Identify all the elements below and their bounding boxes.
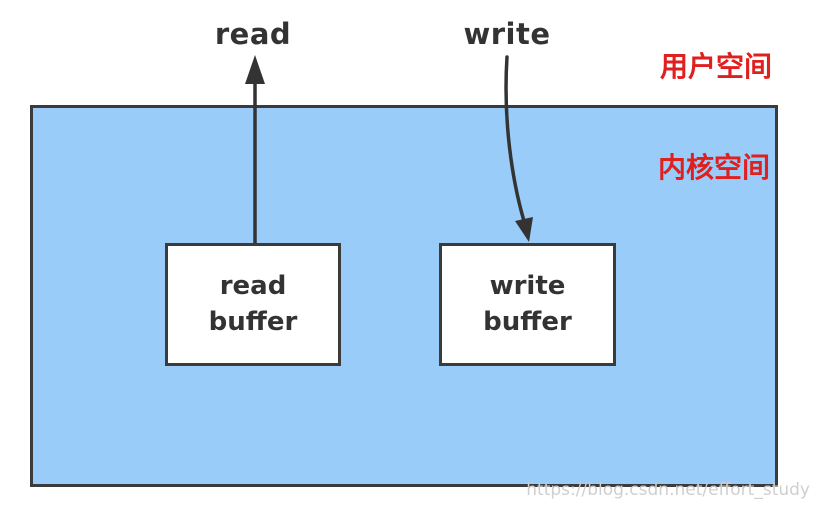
write-syscall-label: write [463,17,551,51]
read-buffer-label-line1: read [219,271,287,302]
read-syscall-label: read [214,17,292,51]
write-buffer-box: write buffer [439,243,616,366]
watermark-url: https://blog.csdn.net/effort_study [526,480,810,500]
write-buffer-label-line2: buffer [483,306,572,337]
read-buffer-label-line2: buffer [208,306,298,337]
read-buffer-box: read buffer [165,243,341,366]
user-space-label: 用户空间 [659,50,772,83]
kernel-space-box [30,105,778,487]
write-buffer-label-line1: write [489,271,566,302]
kernel-space-label: 内核空间 [657,151,770,184]
